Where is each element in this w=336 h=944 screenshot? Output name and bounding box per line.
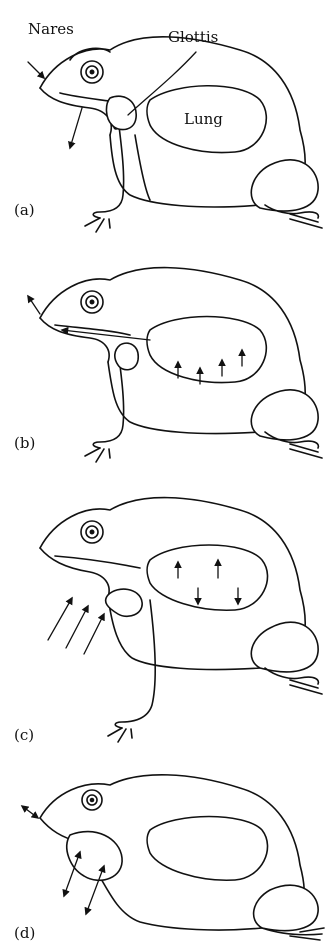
panel-a-label: (a) [14, 201, 35, 219]
panel-b: (b) [14, 268, 322, 462]
panel-c-label: (c) [14, 726, 34, 744]
glottis-label: Glottis [168, 28, 218, 46]
frog-c-body [40, 498, 322, 742]
nares-arrow [28, 62, 44, 78]
frog-d-body [40, 775, 324, 940]
throat-push-arrow-1 [48, 598, 72, 640]
panel-b-label: (b) [14, 434, 35, 452]
nares-bidirectional-arrow [22, 806, 38, 818]
lung-label: Lung [184, 110, 223, 128]
throat-push-arrow-2 [66, 606, 88, 648]
panel-d-label: (d) [14, 924, 35, 942]
frog-a-body [40, 37, 322, 232]
exhale-nares-arrow [28, 296, 40, 314]
panel-d: (d) [14, 775, 324, 942]
panel-c: (c) [14, 498, 322, 744]
nares-label: Nares [28, 20, 74, 38]
frog-b-body [40, 268, 322, 462]
throat-push-arrow-3 [84, 614, 104, 654]
mouth-floor-arrow [70, 108, 82, 148]
panel-a: Nares Glottis Lung (a) [14, 20, 322, 232]
